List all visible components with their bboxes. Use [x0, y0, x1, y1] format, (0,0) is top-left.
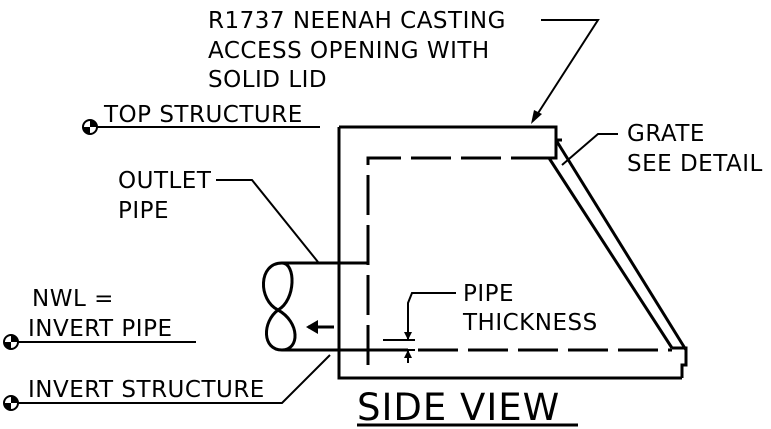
- pipe-thickness-label-line2: THICKNESS: [462, 310, 598, 336]
- grate-label-line1: GRATE: [627, 121, 705, 147]
- pipe-thickness-label-line1: PIPE: [463, 281, 514, 307]
- structure-right-end: [672, 346, 688, 378]
- inner-wall-dashed-top: [366, 156, 549, 365]
- view-title: SIDE VIEW: [357, 386, 560, 429]
- structure-top-lid: [339, 125, 558, 160]
- outlet-label-line1: OUTLET: [118, 168, 212, 194]
- flow-arrow-icon: [306, 320, 318, 334]
- pipe-thickness-leader: [407, 292, 456, 325]
- invert-structure-label: INVERT STRUCTURE: [28, 377, 265, 403]
- top-structure-target-icon: [82, 119, 98, 135]
- grate-inner-line: [547, 157, 674, 349]
- casting-label-line3: SOLID LID: [208, 67, 327, 93]
- inner-wall-dashed: [366, 156, 672, 365]
- casting-leader-arrow-icon: [531, 110, 542, 124]
- top-structure-label: TOP STRUCTURE: [103, 102, 303, 128]
- invert-structure-target-icon: [3, 395, 19, 411]
- nwl-label-line1: NWL =: [32, 286, 114, 312]
- outlet-leader: [216, 179, 319, 263]
- grate-label-line2: SEE DETAIL: [627, 151, 763, 177]
- casting-label-line2: ACCESS OPENING WITH: [208, 38, 490, 64]
- nwl-target-icon: [3, 334, 19, 350]
- outlet-pipe: [262, 261, 368, 352]
- outlet-label-line2: PIPE: [118, 198, 169, 224]
- dim-arrow-up-icon: [404, 350, 412, 358]
- nwl-label-line2: INVERT PIPE: [28, 316, 172, 342]
- structure-outline: [337, 125, 688, 380]
- invert-structure-leader: [14, 354, 331, 404]
- pipe-thickness-dimension: [383, 292, 456, 363]
- structure-outer-left-bottom: [337, 127, 682, 380]
- grate-outer-line: [554, 139, 688, 351]
- pipe-break-symbol: [262, 261, 297, 352]
- casting-leader: [532, 19, 600, 122]
- grate-leader: [561, 133, 618, 166]
- casting-label-line1: R1737 NEENAH CASTING: [208, 8, 506, 34]
- dim-arrow-down-icon: [404, 332, 412, 340]
